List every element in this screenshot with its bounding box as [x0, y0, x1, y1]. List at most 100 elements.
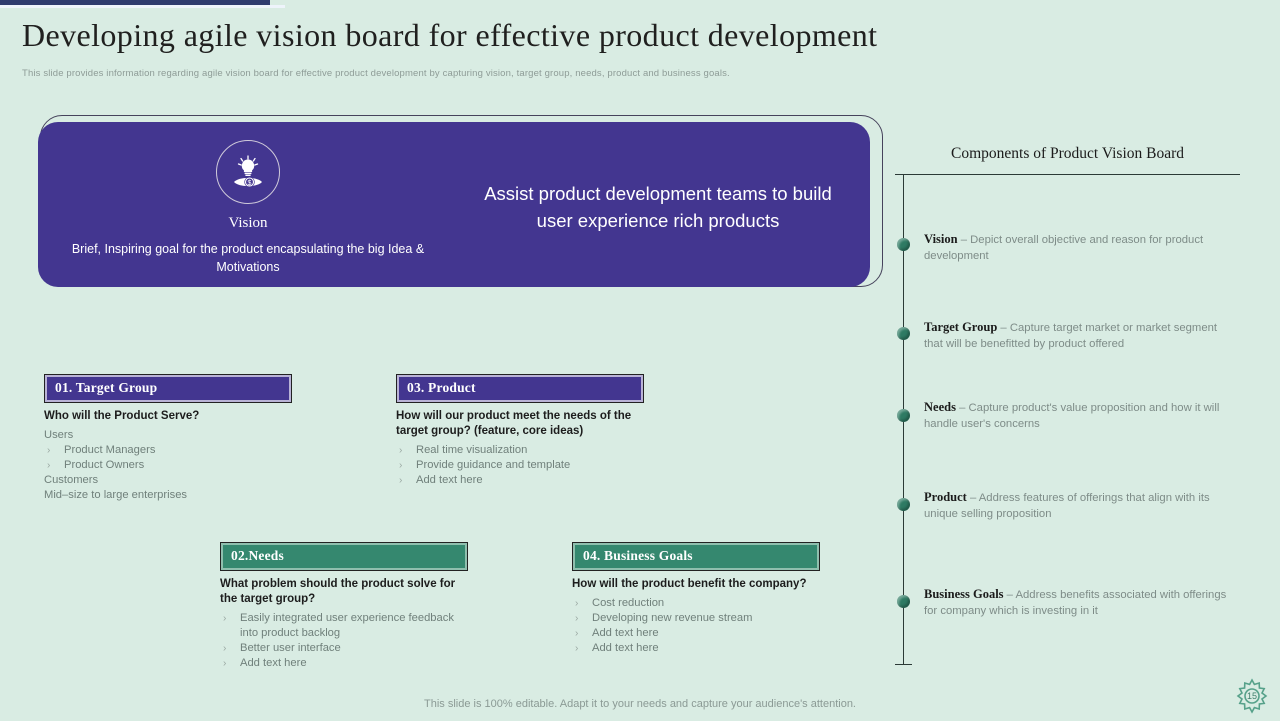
- card-header-label: 01. Target Group: [47, 377, 289, 400]
- card-question: How will our product meet the needs of t…: [396, 410, 632, 437]
- panel-item-dash: –: [997, 322, 1010, 334]
- panel-timeline-dot: [897, 238, 910, 251]
- panel-item-term: Vision: [924, 232, 958, 246]
- slide-number-label: 15: [1246, 691, 1257, 701]
- panel-item-term: Product: [924, 490, 967, 504]
- panel-item-text: Address features of offerings that align…: [924, 492, 1210, 520]
- panel-item: Business Goals – Address benefits associ…: [924, 587, 1236, 619]
- panel-item-term: Needs: [924, 400, 956, 414]
- card-header-label: 03. Product: [399, 377, 641, 400]
- vision-banner-left: $ Vision Brief, Inspiring goal for the p…: [38, 132, 458, 276]
- footer-note: This slide is 100% editable. Adapt it to…: [424, 698, 856, 710]
- panel-item: Product – Address features of offerings …: [924, 490, 1236, 522]
- card-bullet-text: Add text here: [416, 474, 483, 486]
- page-subtitle: This slide provides information regardin…: [22, 68, 730, 79]
- panel-item-dash: –: [955, 402, 969, 414]
- card-bullet-text: Better user interface: [240, 642, 341, 654]
- panel-item-term: Target Group: [924, 320, 998, 334]
- card-header-label: 02.Needs: [223, 545, 465, 568]
- chevron-right-icon: ›: [223, 658, 227, 669]
- card-bullet-item: › Add text here: [572, 641, 820, 656]
- panel-item-term: Business Goals: [924, 587, 1004, 601]
- card-plain-item: Mid–size to large enterprises: [44, 489, 188, 501]
- card-bullet-text: Developing new revenue stream: [592, 612, 753, 624]
- card-bullet-item: › Add text here: [396, 473, 644, 488]
- card-bullet-item: ›Developing new revenue stream: [572, 611, 820, 626]
- panel-item-text: Address benefits associated with offerin…: [924, 589, 1227, 617]
- card-plain-item: Customers: [44, 474, 99, 486]
- panel-timeline-dot: [897, 498, 910, 511]
- panel-title: Components of Product Vision Board: [951, 145, 1184, 162]
- card-body: › Easily integrated user experience feedb…: [220, 611, 468, 671]
- card-body: ›Cost reduction›Developing new revenue s…: [572, 596, 820, 656]
- card-bullet-item: › Product Managers: [44, 443, 292, 458]
- card-header-frame: 03. Product: [396, 374, 644, 403]
- panel-item: Needs – Capture product's value proposit…: [924, 400, 1236, 432]
- chevron-right-icon: ›: [47, 445, 51, 456]
- panel-timeline-dot: [897, 409, 910, 422]
- card-plain-item: Users: [44, 429, 74, 441]
- card-header-frame: 02.Needs: [220, 542, 468, 571]
- card-bullet-item: › Real time visualization: [396, 443, 644, 458]
- lightbulb-eye-dollar-icon: $: [216, 140, 280, 204]
- panel-item-text: Depict overall objective and reason for …: [924, 234, 1204, 262]
- panel-item-dash: –: [1003, 589, 1016, 601]
- panel-item: Vision – Depict overall objective and re…: [924, 232, 1236, 264]
- card-body: › Real time visualization › Provide guidanc…: [396, 443, 644, 488]
- panel-timeline-dot: [897, 595, 910, 608]
- chevron-right-icon: ›: [575, 643, 579, 654]
- card-bullet-text: Add text here: [240, 657, 307, 669]
- panel-timeline-dot: [897, 327, 910, 340]
- chevron-right-icon: ›: [575, 628, 579, 639]
- panel-item-text: Capture target market or market segment …: [924, 322, 1218, 350]
- card-bullet-text: Provide guidance and template: [416, 459, 571, 471]
- panel-item: Target Group – Capture target market or …: [924, 320, 1236, 352]
- chevron-right-icon: ›: [399, 475, 403, 486]
- vision-statement: Assist product development teams to buil…: [484, 183, 832, 231]
- card-bullet-item: › Add text here: [220, 656, 468, 671]
- top-accent-bar-dark: [0, 0, 270, 5]
- card-question: How will the product benefit the company…: [572, 578, 807, 590]
- chevron-right-icon: ›: [399, 460, 403, 471]
- chevron-right-icon: ›: [575, 598, 579, 609]
- panel-item-dash: –: [957, 234, 971, 246]
- card-bullet-text: Product Owners: [64, 459, 145, 471]
- chevron-right-icon: ›: [223, 613, 227, 624]
- chevron-right-icon: ›: [223, 643, 227, 654]
- card-bullet-text: Add text here: [592, 642, 659, 654]
- top-accent-bar-light: [0, 5, 285, 8]
- card-bullet-item: › Better user interface: [220, 641, 468, 656]
- card-header-frame: 04. Business Goals: [572, 542, 820, 571]
- panel-item-text: Capture product's value proposition and …: [924, 402, 1220, 430]
- card-question: What problem should the product solve fo…: [220, 578, 456, 605]
- card-bullet-text: Add text here: [592, 627, 659, 639]
- card-bullet-text: Easily integrated user experience feedba…: [240, 612, 454, 639]
- slide-number-badge: 15: [1232, 676, 1272, 716]
- panel-item-dash: –: [966, 492, 979, 504]
- card-question: Who will the Product Serve?: [44, 410, 200, 422]
- card-bullet-item: › Easily integrated user experience feedb…: [220, 611, 468, 641]
- svg-text:$: $: [248, 180, 252, 187]
- card-bullet-text: Cost reduction: [592, 597, 665, 609]
- card-bullet-text: Product Managers: [64, 444, 156, 456]
- vision-label: Vision: [228, 215, 268, 231]
- panel-top-rule: [895, 174, 1240, 175]
- card-header-frame: 01. Target Group: [44, 374, 292, 403]
- page-title: Developing agile vision board for effect…: [22, 17, 878, 53]
- panel-axis-foot-tick: [895, 664, 912, 665]
- card-bullet-item: › Add text here: [572, 626, 820, 641]
- chevron-right-icon: ›: [47, 460, 51, 471]
- card-bullet-text: Real time visualization: [416, 444, 528, 456]
- card-bullet-item: › Provide guidance and template: [396, 458, 644, 473]
- vision-description: Brief, Inspiring goal for the product en…: [71, 242, 425, 274]
- card-bullet-item: › Product Owners: [44, 458, 292, 473]
- card-bullet-item: › Cost reduction: [572, 596, 820, 611]
- card-header-label: 04. Business Goals: [575, 545, 817, 568]
- chevron-right-icon: ›: [399, 445, 403, 456]
